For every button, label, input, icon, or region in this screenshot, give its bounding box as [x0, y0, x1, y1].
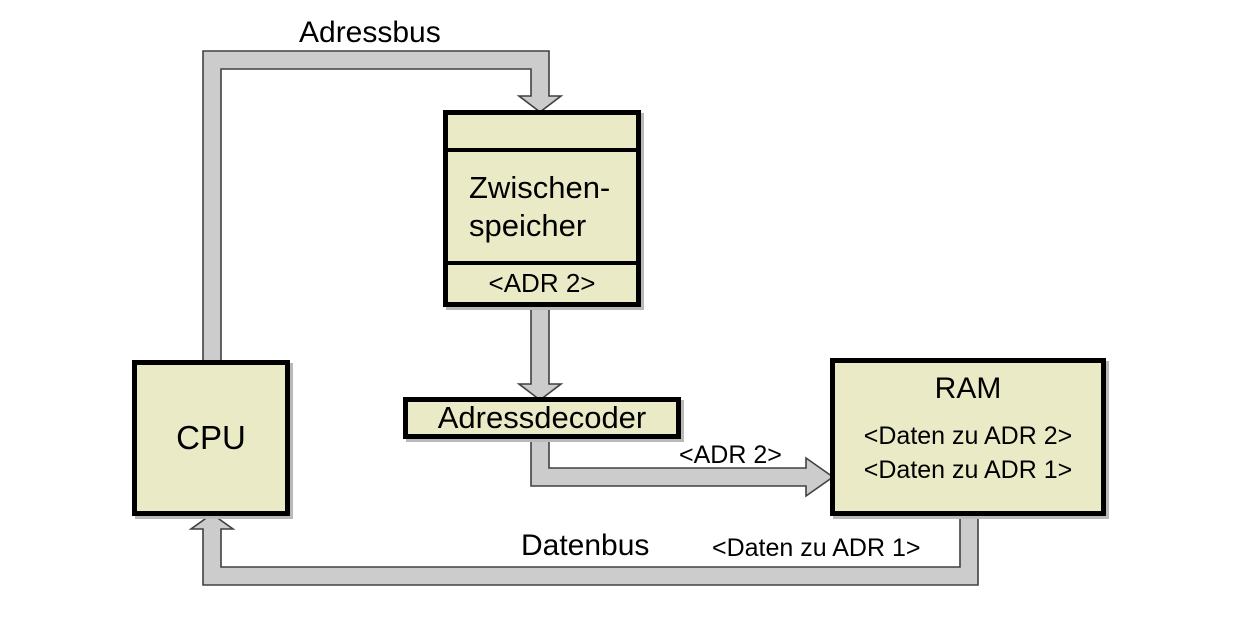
datenbus-pipe	[188, 512, 979, 586]
ram-title: RAM	[934, 372, 1002, 405]
cpu-box: CPU	[132, 360, 290, 516]
buffer-empty-slot	[448, 115, 636, 152]
buffer-box: Zwischen- speicher <ADR 2>	[443, 110, 641, 307]
decoder-label: Adressdecoder	[437, 400, 647, 435]
buffer-to-decoder-pipe	[516, 303, 564, 402]
buffer-title-line2: speicher	[469, 207, 587, 243]
ram-box: RAM <Daten zu ADR 2> <Daten zu ADR 1>	[830, 358, 1106, 516]
ram-row-adr2: <Daten zu ADR 2>	[863, 422, 1073, 450]
cpu-label: CPU	[176, 419, 246, 456]
daten-adr1-bus-label: <Daten zu ADR 1>	[712, 534, 921, 562]
adressbus-label: Adressbus	[299, 16, 441, 49]
decoder-to-ram-pipe	[530, 435, 835, 498]
ram-row-adr1: <Daten zu ADR 1>	[863, 456, 1073, 484]
buffer-title-line1: Zwischen-	[469, 169, 611, 205]
adr2-bus-label: <ADR 2>	[679, 441, 782, 469]
datenbus-label: Datenbus	[521, 529, 650, 562]
buffer-adr-slot: <ADR 2>	[488, 268, 596, 298]
decoder-box: Adressdecoder	[403, 397, 681, 439]
buffer-title: Zwischen- speicher	[448, 152, 636, 265]
adressbus-pipe	[202, 50, 564, 363]
